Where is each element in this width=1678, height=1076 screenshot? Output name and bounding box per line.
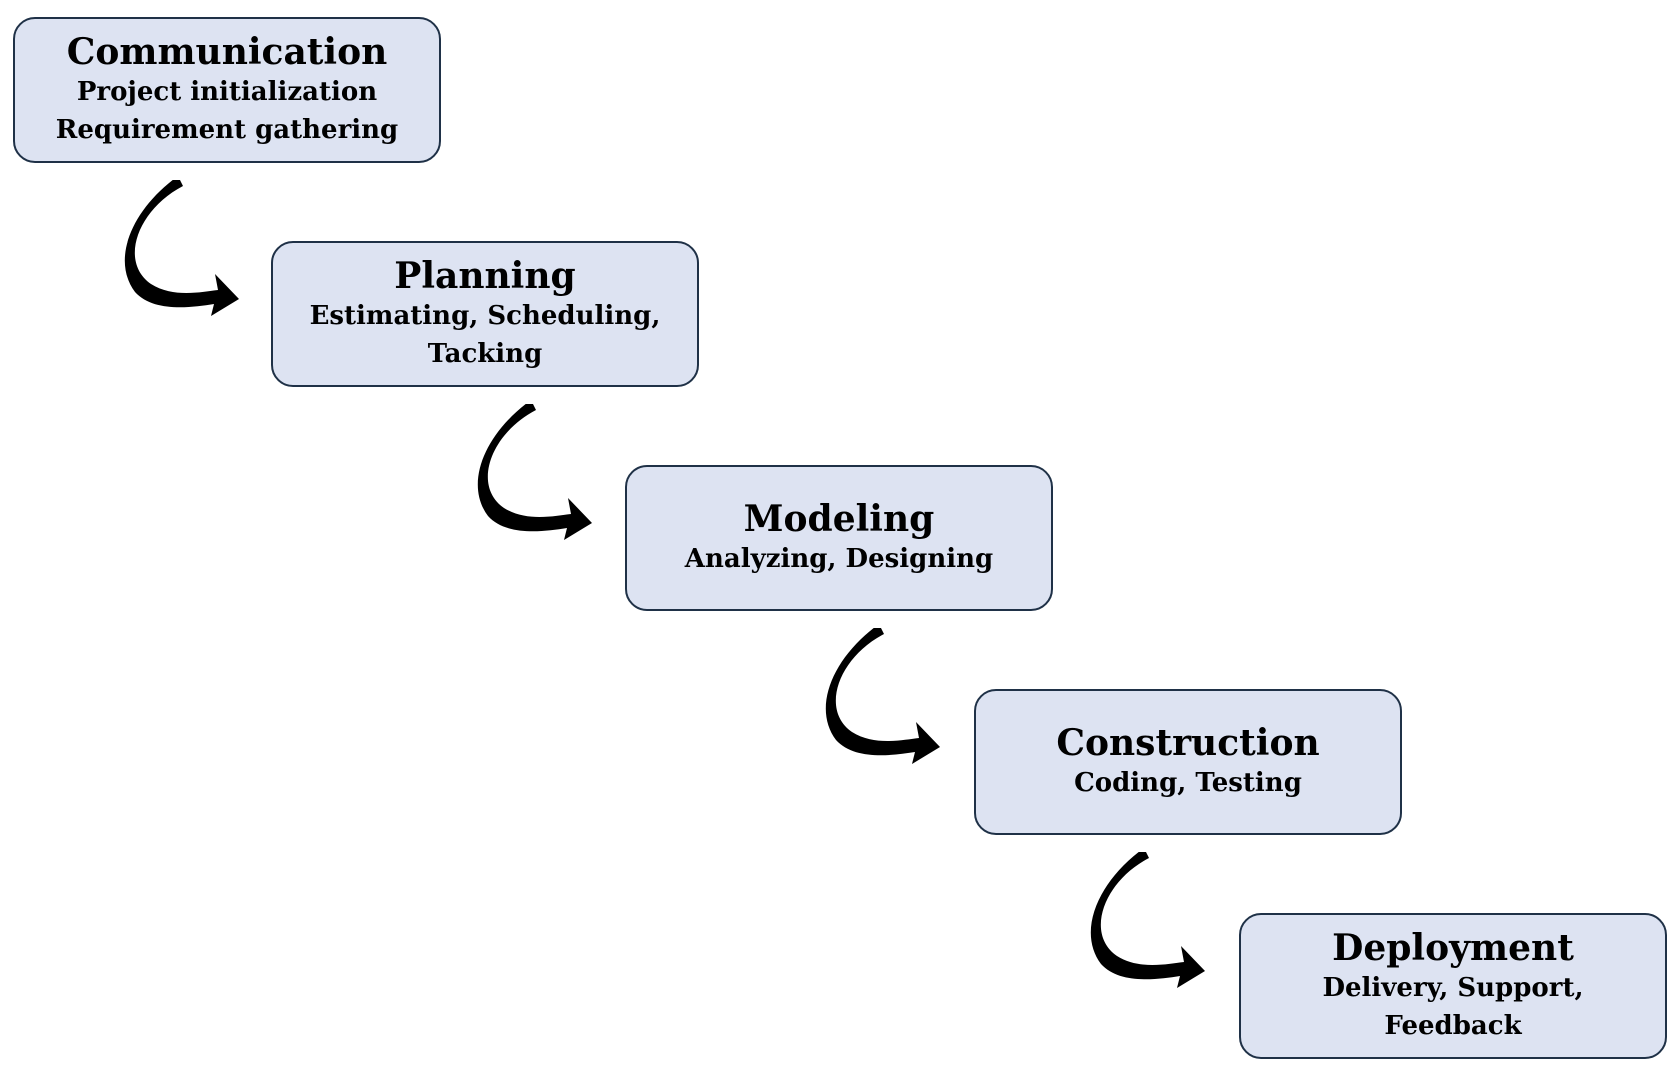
phase-description: Analyzing, Designing bbox=[684, 544, 994, 574]
phase-title: Construction bbox=[1056, 722, 1320, 764]
curved-arrow-icon bbox=[124, 180, 239, 316]
phase-box-planning: Planning Estimating, Scheduling, Tacking bbox=[271, 241, 699, 387]
phase-description: Coding, Testing bbox=[1074, 768, 1302, 798]
phase-box-modeling: Modeling Analyzing, Designing bbox=[625, 465, 1053, 611]
phase-box-communication: Communication Project initialization Req… bbox=[13, 17, 441, 163]
phase-description: Delivery, Support, Feedback bbox=[1322, 973, 1584, 1041]
phase-title: Deployment bbox=[1332, 927, 1574, 969]
phase-title: Modeling bbox=[743, 498, 935, 540]
phase-description: Estimating, Scheduling, Tacking bbox=[309, 301, 661, 369]
curved-arrow-icon bbox=[477, 404, 592, 540]
phase-title: Communication bbox=[66, 31, 388, 73]
phase-description: Project initialization Requirement gathe… bbox=[55, 77, 399, 145]
curved-arrow-icon bbox=[1090, 852, 1205, 988]
phase-box-construction: Construction Coding, Testing bbox=[974, 689, 1402, 835]
curved-arrow-icon bbox=[825, 628, 940, 764]
phase-box-deployment: Deployment Delivery, Support, Feedback bbox=[1239, 913, 1667, 1059]
phase-title: Planning bbox=[394, 255, 576, 297]
